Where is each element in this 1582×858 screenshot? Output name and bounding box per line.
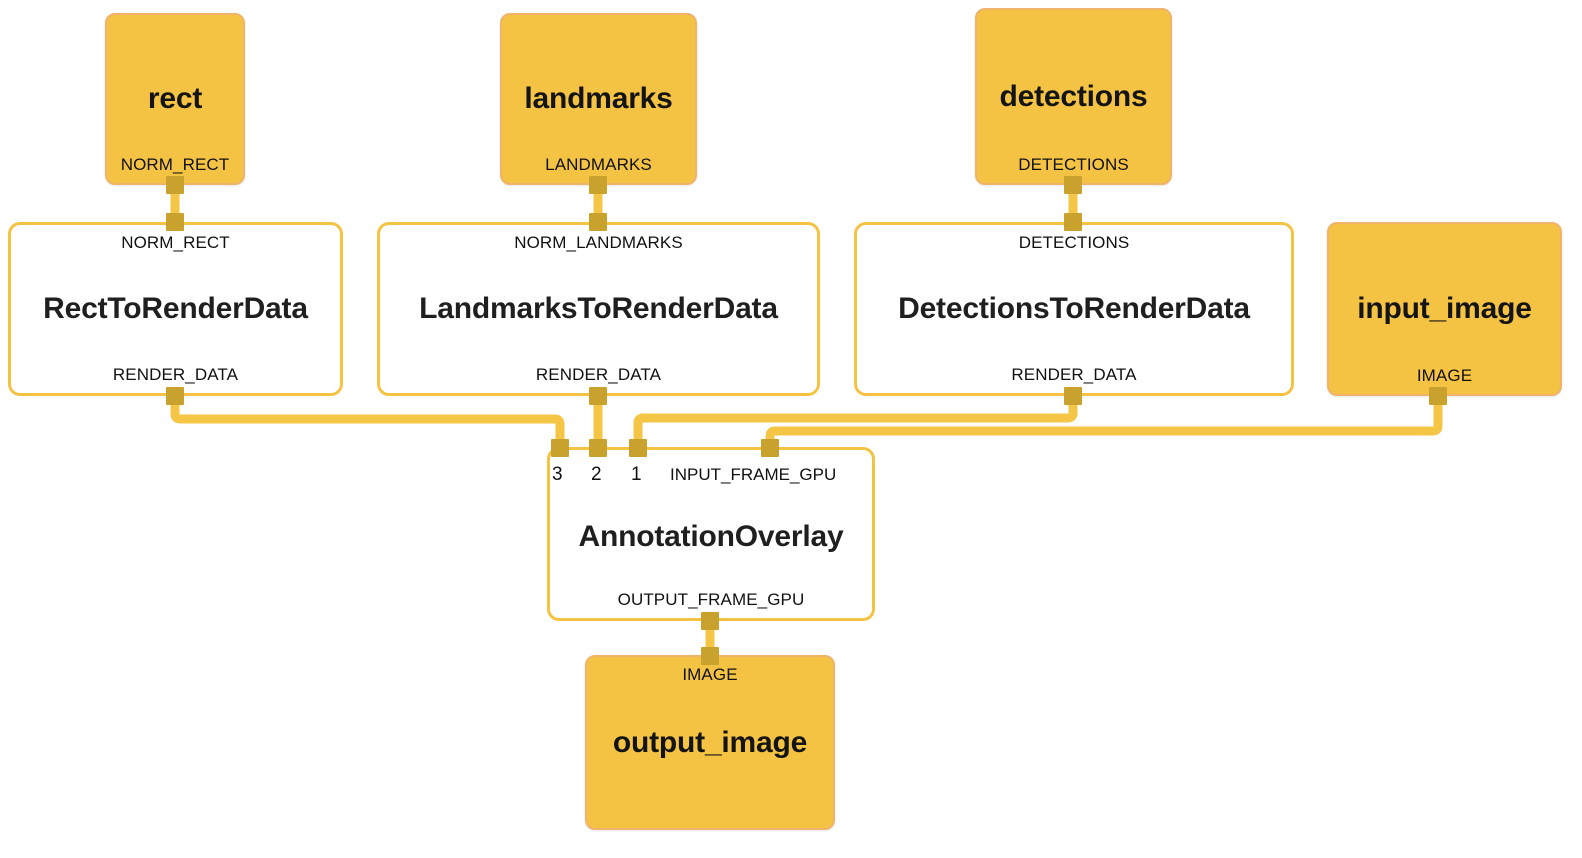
node-output-image-input-port-label: IMAGE (682, 665, 738, 684)
node-landmarks[interactable]: landmarks LANDMARKS (500, 13, 697, 185)
annotation-overlay-input-index-1: 1 (631, 464, 642, 485)
node-detections[interactable]: detections DETECTIONS (975, 8, 1172, 185)
node-landmarks-to-render-data-title: LandmarksToRenderData (419, 292, 778, 326)
port-detections-out[interactable] (1064, 176, 1082, 194)
annotation-overlay-input-index-3: 3 (552, 464, 563, 485)
annotation-overlay-input-index-2: 2 (591, 464, 602, 485)
node-detections-to-render-data-input-port-label: DETECTIONS (1018, 233, 1130, 252)
node-landmarks-title: landmarks (524, 82, 673, 116)
port-detections-to-render-data-out[interactable] (1064, 387, 1082, 405)
node-landmarks-to-render-data-input-port-label: NORM_LANDMARKS (514, 233, 683, 252)
port-input-image-out[interactable] (1429, 387, 1447, 405)
node-landmarks-to-render-data-output-port-label: RENDER_DATA (535, 365, 662, 384)
node-landmarks-to-render-data[interactable]: NORM_LANDMARKS LandmarksToRenderData REN… (377, 222, 820, 396)
node-input-image[interactable]: input_image IMAGE (1327, 222, 1562, 396)
edge-inputimage-to-annotationoverlay (765, 396, 1443, 449)
node-rect-to-render-data-title: RectToRenderData (43, 292, 308, 326)
edge-detectionstorenderdata-to-annotationoverlay (633, 396, 1078, 449)
node-output-image-title: output_image (612, 725, 808, 759)
node-rect[interactable]: rect NORM_RECT (105, 13, 245, 185)
port-rect-to-render-data-in[interactable] (166, 213, 184, 231)
node-detections-title: detections (999, 79, 1148, 113)
port-detections-to-render-data-in[interactable] (1064, 213, 1082, 231)
node-detections-to-render-data-title: DetectionsToRenderData (898, 292, 1250, 326)
node-annotation-overlay-title: AnnotationOverlay (578, 520, 844, 554)
port-landmarks-to-render-data-out[interactable] (589, 387, 607, 405)
node-output-image[interactable]: IMAGE output_image (585, 655, 835, 830)
port-rect-out[interactable] (166, 176, 184, 194)
port-annotation-overlay-out[interactable] (701, 612, 719, 630)
port-annotation-overlay-in-input-frame-gpu[interactable] (761, 439, 779, 457)
port-annotation-overlay-in-1[interactable] (629, 439, 647, 457)
port-rect-to-render-data-out[interactable] (166, 387, 184, 405)
node-annotation-overlay[interactable]: AnnotationOverlay OUTPUT_FRAME_GPU (547, 447, 875, 621)
port-annotation-overlay-in-2[interactable] (589, 439, 607, 457)
node-annotation-overlay-output-port-label: OUTPUT_FRAME_GPU (617, 590, 805, 609)
node-detections-to-render-data[interactable]: DETECTIONS DetectionsToRenderData RENDER… (854, 222, 1294, 396)
node-rect-to-render-data-input-port-label: NORM_RECT (121, 233, 230, 252)
annotation-overlay-input-named-label: INPUT_FRAME_GPU (670, 465, 837, 484)
port-output-image-in[interactable] (701, 647, 719, 665)
node-detections-to-render-data-output-port-label: RENDER_DATA (1011, 365, 1137, 384)
node-input-image-title: input_image (1357, 292, 1532, 326)
edge-recttorenderdata-to-annotationoverlay (170, 396, 565, 449)
port-landmarks-to-render-data-in[interactable] (589, 213, 607, 231)
port-annotation-overlay-in-3[interactable] (551, 439, 569, 457)
node-rect-to-render-data[interactable]: NORM_RECT RectToRenderData RENDER_DATA (8, 222, 343, 396)
node-landmarks-output-port-label: LANDMARKS (545, 155, 652, 174)
node-detections-output-port-label: DETECTIONS (1018, 155, 1129, 174)
node-input-image-output-port-label: IMAGE (1416, 366, 1473, 385)
port-landmarks-out[interactable] (589, 176, 607, 194)
node-rect-title: rect (147, 82, 203, 116)
node-rect-to-render-data-output-port-label: RENDER_DATA (112, 365, 239, 384)
node-rect-output-port-label: NORM_RECT (120, 155, 230, 174)
